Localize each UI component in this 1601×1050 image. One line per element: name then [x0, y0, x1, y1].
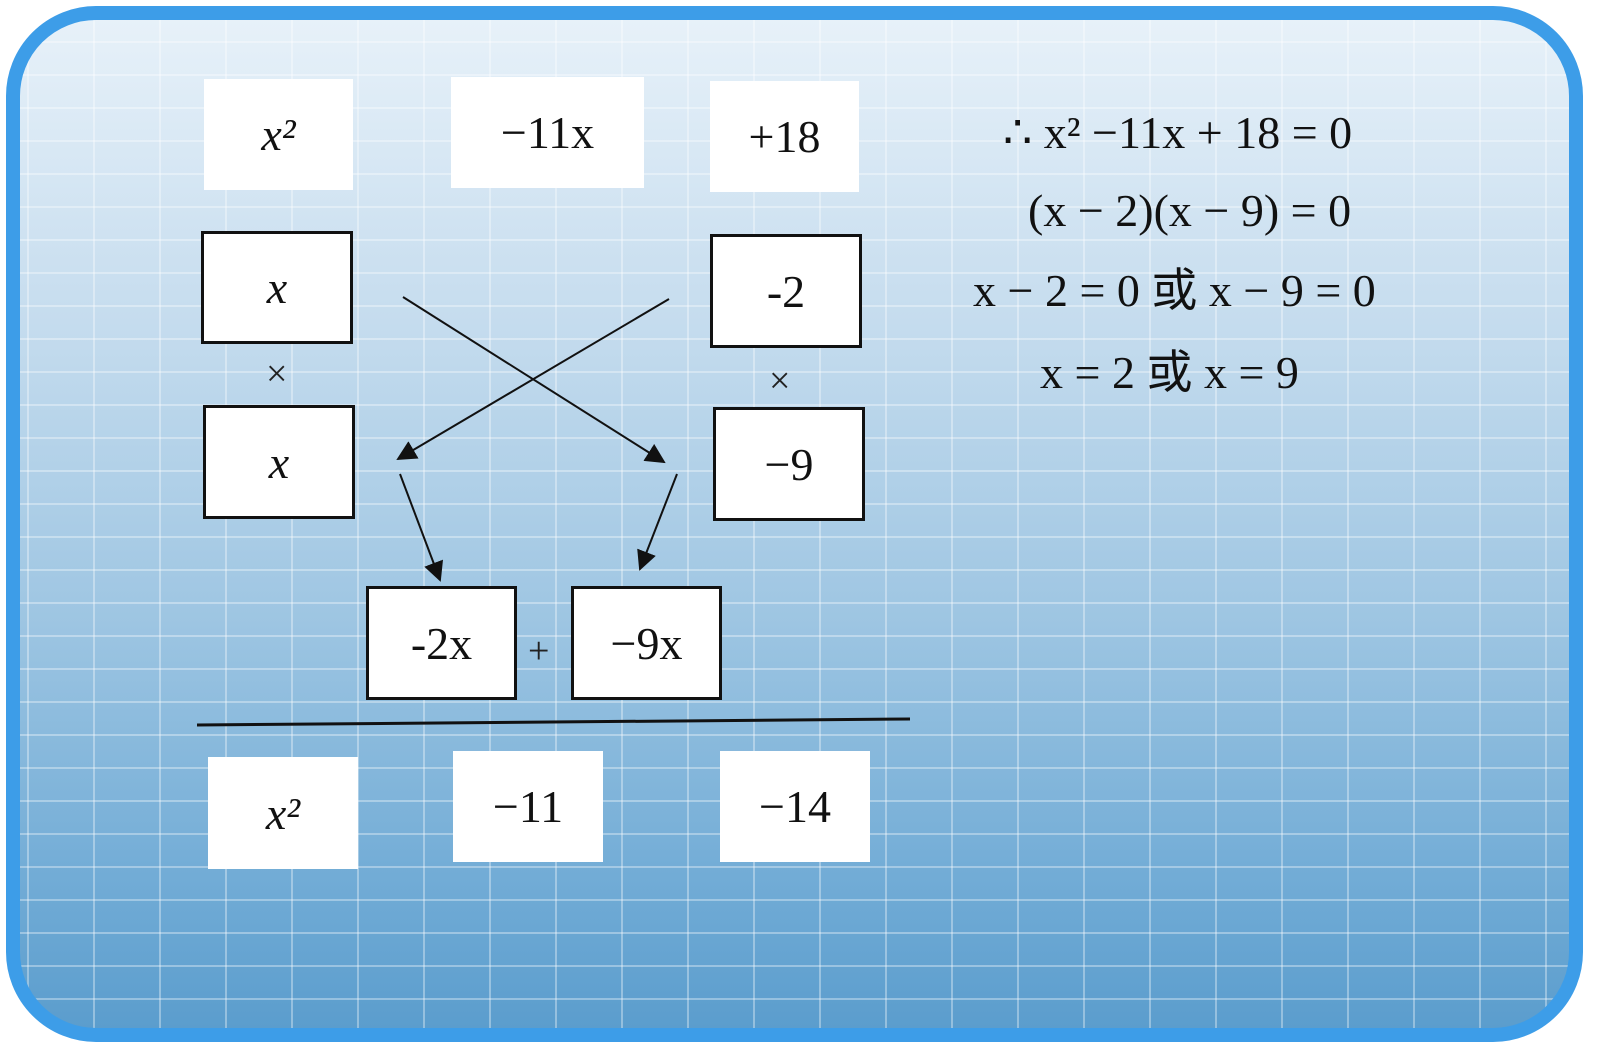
- solution-step-1: ∴ x² −11x + 18 = 0: [1003, 107, 1353, 158]
- term-x-squared: x²: [204, 79, 353, 190]
- plus-sign: +: [528, 630, 550, 672]
- term-plus-18: +18: [710, 81, 859, 192]
- solution-step-2: (x − 2)(x − 9) = 0: [1028, 185, 1352, 236]
- factor-right-top: -2: [710, 234, 862, 348]
- factor-left-top: x: [201, 231, 353, 344]
- result-x-squared: x²: [208, 757, 358, 869]
- factor-right-bottom: −9: [713, 407, 865, 521]
- result-minus-11: −11: [453, 751, 603, 862]
- times-sign-right: ×: [769, 360, 791, 402]
- times-sign-left: ×: [266, 353, 288, 395]
- cross-product-left: -2x: [366, 586, 517, 700]
- term-minus-11x: −11x: [451, 77, 644, 188]
- factor-left-bottom: x: [203, 405, 355, 519]
- cross-product-right: −9x: [571, 586, 722, 700]
- solution-step-4: x = 2 或 x = 9: [1040, 347, 1299, 398]
- result-minus-14: −14: [720, 751, 870, 862]
- solution-step-3: x − 2 = 0 或 x − 9 = 0: [973, 265, 1376, 316]
